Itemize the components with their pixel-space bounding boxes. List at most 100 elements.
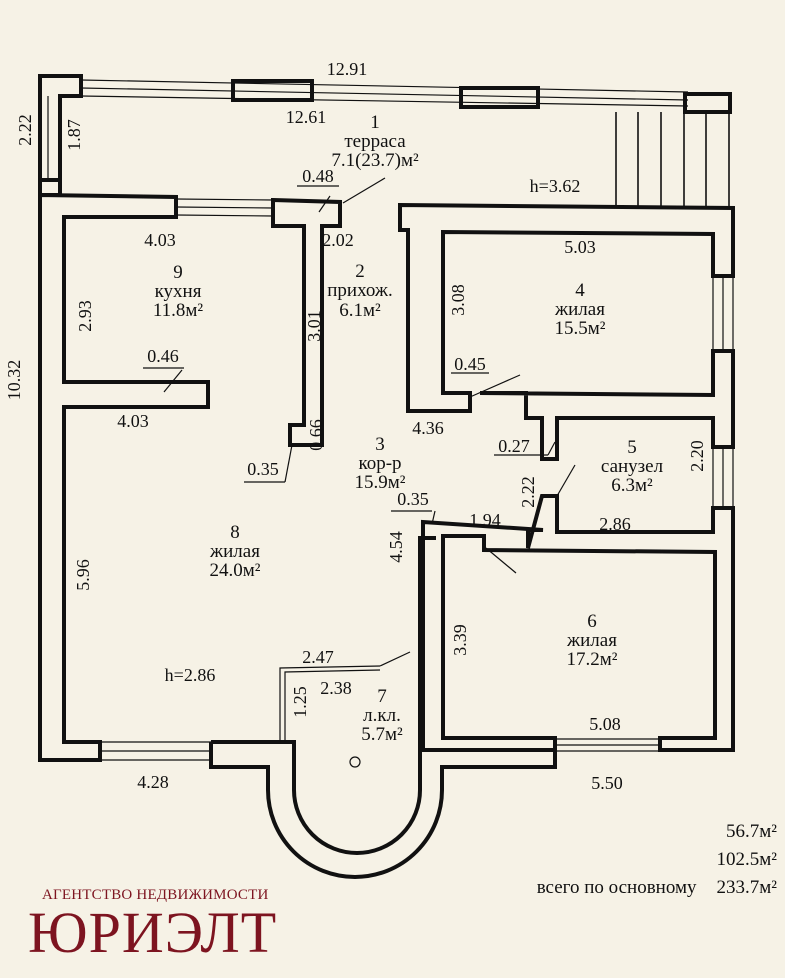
room-name: жилая (209, 541, 260, 562)
dim-bath-side-right: 2.20 (687, 440, 707, 472)
dim-terrace-outer-width: 12.91 (327, 59, 368, 79)
totals-row: 102.5м² (537, 846, 777, 874)
room-number: 3 (375, 434, 385, 455)
room-name: жилая (566, 630, 617, 651)
terrace-post-right (683, 92, 732, 114)
room-area: 11.8м² (153, 300, 204, 321)
dim-terrace-inner-width: 12.61 (286, 107, 327, 127)
dim-corridor-length: 4.36 (412, 418, 444, 438)
room-number: 1 (370, 112, 380, 133)
room-number: 5 (627, 437, 637, 458)
dim-entry-door: 0.48 (302, 166, 334, 186)
room-area: 6.1м² (339, 300, 381, 321)
room-label-6: 6 жилая 17.2м² (566, 611, 618, 670)
dim-terrace-outer-depth: 2.22 (15, 114, 35, 146)
stair-partition (279, 665, 381, 742)
dim-room6-bottom: 5.08 (589, 714, 621, 734)
dim-building-depth: 10.32 (4, 360, 24, 401)
dim-stair-side: 1.25 (290, 686, 310, 718)
room-name: санузел (601, 456, 664, 477)
dim-corridor-door: 0.35 (397, 489, 429, 509)
room-area: 24.0м² (210, 560, 261, 581)
room-area: 7.1(23.7)м² (331, 150, 419, 171)
totals-value: 56.7м² (726, 821, 777, 842)
room-label-5: 5 санузел 6.3м² (601, 437, 664, 496)
dim-stair-top: 2.47 (302, 647, 334, 667)
room-name: прихож. (327, 280, 393, 301)
outer-walls (38, 193, 735, 879)
dim-terrace-inner-depth: 1.87 (64, 119, 84, 151)
room-label-8: 8 жилая 24.0м² (209, 522, 261, 581)
dim-floor-height: h=2.86 (165, 665, 216, 685)
terrace-stairs (615, 112, 730, 206)
dim-hall-niche: 0.66 (306, 419, 326, 451)
dim-hall-door: 0.35 (247, 459, 279, 479)
terrace-post-left (38, 178, 62, 197)
area-totals: 56.7м² 102.5м² всего по основному 233.7м² (537, 818, 777, 902)
totals-value: 233.7м² (716, 877, 777, 898)
terrace-railing-top (80, 79, 689, 93)
dim-kitchen-top: 4.03 (144, 230, 176, 250)
room-number: 9 (173, 262, 183, 283)
kitchen-window (175, 198, 274, 201)
room-label-4: 4 жилая 15.5м² (554, 280, 606, 339)
dim-terrace-height: h=3.62 (530, 176, 581, 196)
room-name: жилая (554, 299, 605, 320)
terrace-post (459, 86, 540, 109)
hall-west-wall (271, 197, 342, 447)
room-area: 5.7м² (361, 724, 403, 745)
dim-kitchen-side: 2.93 (75, 300, 95, 332)
room-label-3: 3 кор-р 15.9м² (355, 434, 406, 493)
dim-room4-side: 3.08 (448, 284, 468, 316)
agency-logo: АГЕНТСТВО НЕДВИЖИМОСТИ ЮРИЭЛТ (28, 887, 277, 962)
dim-room4-top: 5.03 (564, 237, 596, 257)
dim-room6-outer: 5.50 (591, 773, 623, 793)
dim-stair-inner: 2.38 (320, 678, 352, 698)
agency-subtitle: АГЕНТСТВО НЕДВИЖИМОСТИ (42, 887, 269, 903)
room-number: 2 (355, 261, 365, 282)
room-number: 6 (587, 611, 597, 632)
dim-bath-bottom: 2.86 (599, 514, 631, 534)
dim-hall-length: 3.01 (304, 310, 324, 342)
totals-caption: всего по основному (536, 877, 697, 898)
room-number: 4 (575, 280, 585, 301)
room-name: кухня (155, 281, 202, 302)
dim-corridor-side: 4.54 (386, 531, 406, 563)
room-area: 15.5м² (555, 318, 606, 339)
room-label-9: 9 кухня 11.8м² (153, 262, 204, 321)
room-label-1: 1 терраса 7.1(23.7)м² (331, 112, 419, 171)
room6-walls (421, 494, 735, 752)
dim-hall-width: 2.02 (322, 230, 354, 250)
dim-kitchen-door: 0.46 (147, 346, 179, 366)
room-label-2: 2 прихож. 6.1м² (327, 261, 393, 321)
dim-room4-door: 0.45 (454, 354, 486, 374)
room-number: 7 (377, 686, 387, 707)
dim-bath-side-left: 2.22 (518, 476, 538, 508)
terrace-structure (38, 74, 732, 206)
door-swings (143, 177, 576, 667)
room-name: терраса (344, 131, 406, 152)
floor-plan: 1 терраса 7.1(23.7)м² 2 прихож. 6.1м² 3 … (4, 59, 735, 879)
dim-bath-door: 0.27 (498, 436, 530, 456)
room-name: кор-р (358, 453, 401, 474)
dim-living8-top: 4.03 (117, 411, 149, 431)
room-label-7: 7 л.кл. 5.7м² (361, 686, 403, 745)
room-area: 17.2м² (567, 649, 618, 670)
room-name: л.кл. (363, 705, 401, 726)
totals-value: 102.5м² (716, 849, 777, 870)
room-number: 8 (230, 522, 240, 543)
room-area: 6.3м² (611, 475, 653, 496)
stair-inner-wall (211, 536, 436, 855)
dim-corridor-end: 1.94 (469, 510, 501, 530)
room-area: 15.9м² (355, 472, 406, 493)
dim-living8-bottom: 4.28 (137, 772, 169, 792)
dim-living8-side: 5.96 (73, 559, 93, 591)
bath-north-wall (479, 349, 735, 461)
totals-row: всего по основному 233.7м² (537, 874, 777, 902)
agency-name: ЮРИЭЛТ (28, 900, 278, 965)
stair-marker (349, 756, 361, 768)
terrace-post (231, 79, 314, 102)
dim-room6-side: 3.39 (450, 624, 470, 656)
dimension-labels: 12.91 12.61 2.22 1.87 h=3.62 0.48 2.02 3… (4, 59, 707, 793)
stair-outer-wall (209, 742, 557, 879)
